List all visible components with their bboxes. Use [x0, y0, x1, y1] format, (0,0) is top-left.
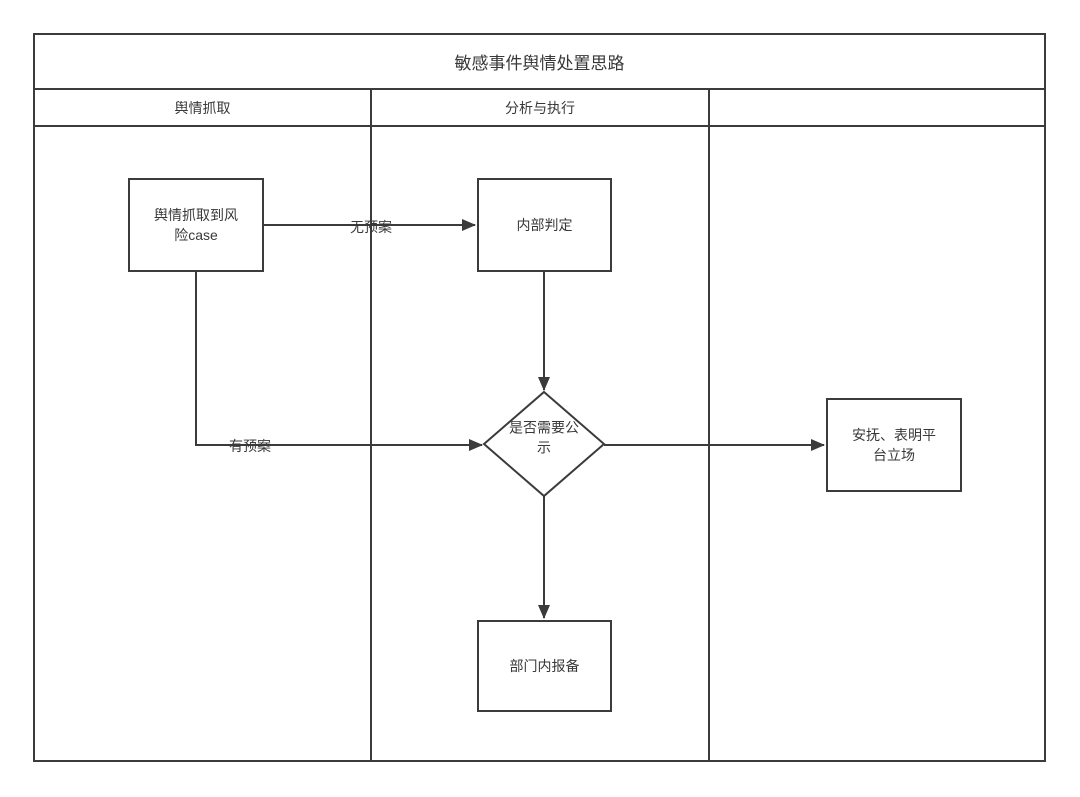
node-department-report-label: 部门内报备 [509, 657, 580, 674]
node-need-public-notice-label: 是否需要公示 [509, 419, 579, 456]
lane-divider-2 [708, 90, 710, 760]
edge-label-no-plan: 无预案 [350, 219, 392, 235]
edge-label-has-plan: 有预案 [229, 438, 271, 454]
node-internal-judgement: 内部判定 [477, 178, 612, 272]
node-appease-statement: 安抚、表明平台立场 [826, 398, 962, 492]
lane-divider-1 [370, 90, 372, 760]
node-department-report: 部门内报备 [477, 620, 612, 712]
lane-header-analysis: 分析与执行 [372, 90, 708, 127]
node-capture-risk-case-label: 舆情抓取到风险case [154, 206, 238, 243]
diagram-title: 敏感事件舆情处置思路 [35, 35, 1044, 90]
node-appease-statement-label: 安抚、表明平台立场 [852, 426, 936, 463]
node-internal-judgement-label: 内部判定 [516, 216, 573, 233]
node-capture-risk-case: 舆情抓取到风险case [128, 178, 264, 272]
lane-header-capture: 舆情抓取 [35, 90, 370, 127]
lane-header-empty [710, 90, 1044, 127]
